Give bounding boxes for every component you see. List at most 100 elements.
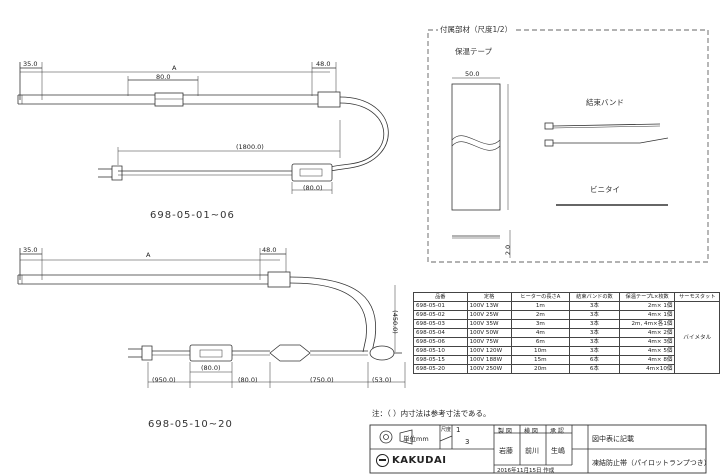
cell-part: 698-05-02 [413, 310, 468, 320]
cell-bands: 3本 [569, 337, 620, 347]
bottom-dim-seg4: (53.0) [372, 376, 392, 384]
cell-length: 10m [510, 346, 571, 356]
header-approved: 承 認 [550, 428, 564, 435]
bottom-dim-seg3: (750.0) [310, 376, 334, 384]
approved-by: 生嶋 [551, 447, 565, 455]
dimension-note: 注：（ ）内寸法は参考寸法である。 [372, 409, 491, 418]
tie-label: ビニタイ [590, 185, 620, 194]
cell-length: 1m [510, 301, 571, 311]
cell-part: 698-05-01 [413, 301, 468, 311]
kakudai-logo: KAKUDAI [376, 454, 446, 467]
top-dim-cord: (1800.0) [236, 143, 264, 151]
cell-bands: 3本 [569, 328, 620, 338]
top-dim-right: 48.0 [316, 60, 331, 68]
spec-table: 品番 定格 ヒーターの長さA 結束バンドの数 保温テープL×枚数 サーモスタット… [413, 292, 720, 374]
thickness-dim: 2.0 [504, 244, 513, 256]
top-heater-drawing [17, 62, 389, 194]
top-drawing-caption: 698-05-01~06 [150, 210, 235, 221]
cell-tape: 4m× 1個 [618, 310, 676, 320]
unit-label: 単位mm [403, 435, 429, 443]
scale-numerator: 1 [456, 426, 461, 434]
cell-tape: 4m× 5個 [618, 346, 676, 356]
top-dim-eighty: 80.0 [156, 73, 171, 81]
table-row: 698-05-06 100V 75W 6m 3本 4m× 3個 [413, 337, 720, 347]
table-reference: 図中表に記載 [592, 435, 634, 443]
col-header: 保温テープL×枚数 [618, 292, 676, 302]
col-header: ヒーターの長さA [510, 292, 571, 302]
band-label: 結束バンド [586, 98, 624, 107]
cell-length: 3m [510, 319, 571, 329]
cell-rating: 100V 25W [466, 310, 512, 320]
issue-date: 2016年11月15日 作成 [497, 468, 555, 474]
bottom-dim-right: 48.0 [262, 246, 277, 254]
table-row: 698-05-01 100V 13W 1m 3本 2m× 1個 バイメタル [413, 301, 720, 374]
checked-by: 前川 [525, 447, 539, 455]
accessory-panel [427, 29, 709, 263]
cell-bands: 3本 [569, 346, 620, 356]
bottom-dim-seg1: (950.0) [152, 376, 176, 384]
table-row: 698-05-20 100V 250W 20m 6本 4m×10個 [413, 364, 720, 374]
cell-length: 20m [510, 364, 571, 374]
product-name: 凍結防止帯（パイロットランプつき） [592, 459, 711, 467]
cell-rating: 100V 120W [466, 346, 512, 356]
title-block-lines [369, 424, 707, 474]
cell-bands: 3本 [569, 310, 620, 320]
logo-mark-icon [376, 454, 389, 467]
cell-bands: 3本 [569, 319, 620, 329]
col-header: 品番 [413, 292, 468, 302]
cell-part: 698-05-06 [413, 337, 468, 347]
scale-denominator: 3 [465, 438, 470, 446]
bottom-dim-vertical: (450.0) [390, 310, 399, 334]
scale-label: 尺度 [441, 427, 452, 433]
cell-rating: 100V 13W [466, 301, 512, 311]
top-dim-left: 35.0 [23, 60, 38, 68]
cell-part: 698-05-10 [413, 346, 468, 356]
cell-tape: 2m× 1個 [618, 301, 676, 311]
cell-length: 6m [510, 337, 571, 347]
cell-bands: 6本 [569, 355, 620, 365]
cell-part: 698-05-03 [413, 319, 468, 329]
cell-part: 698-05-04 [413, 328, 468, 338]
bottom-heater-drawing [17, 248, 406, 388]
table-row: 698-05-03 100V 35W 3m 3本 2m, 4m×各1個 [413, 319, 720, 329]
cell-length: 15m [510, 355, 571, 365]
cell-bands: 3本 [569, 301, 620, 311]
header-drawn: 製 図 [498, 428, 512, 435]
table-row: 698-05-10 100V 120W 10m 3本 4m× 5個 [413, 346, 720, 356]
table-row: 698-05-15 100V 188W 15m 6本 4m× 8個 [413, 355, 720, 365]
bottom-dim-a: A [146, 251, 151, 259]
bottom-drawing-caption: 698-05-10~20 [148, 419, 233, 430]
cell-part: 698-05-20 [413, 364, 468, 374]
cell-length: 4m [510, 328, 571, 338]
cell-tape: 4m× 2個 [618, 328, 676, 338]
cell-rating: 100V 50W [466, 328, 512, 338]
accessory-title: 付属部材（尺度1/2） [438, 24, 515, 35]
tape-width-dim: 50.0 [465, 70, 480, 78]
col-header: サーモスタット [674, 292, 720, 302]
cell-tape: 4m× 8個 [618, 355, 676, 365]
bottom-dim-box: (80.0) [201, 364, 221, 372]
cell-tape: 4m× 3個 [618, 337, 676, 347]
cell-length: 2m [510, 310, 571, 320]
cell-tape: 2m, 4m×各1個 [618, 319, 676, 329]
cell-tape: 4m×10個 [618, 364, 676, 374]
bottom-dim-seg2: (80.0) [238, 376, 258, 384]
cell-rating: 100V 75W [466, 337, 512, 347]
tape-label: 保温テープ [455, 47, 493, 56]
cell-rating: 100V 250W [466, 364, 512, 374]
top-dim-a: A [172, 64, 177, 72]
table-row: 698-05-02 100V 25W 2m 3本 4m× 1個 [413, 310, 720, 320]
drawn-by: 岩藤 [499, 447, 513, 455]
bottom-dim-left: 35.0 [23, 246, 38, 254]
col-header: 定格 [466, 292, 512, 302]
top-dim-box: (80.0) [303, 184, 323, 192]
cell-part: 698-05-15 [413, 355, 468, 365]
cell-bands: 6本 [569, 364, 620, 374]
cell-thermostat: バイメタル [674, 301, 720, 374]
spec-table-header: 品番 定格 ヒーターの長さA 結束バンドの数 保温テープL×枚数 サーモスタット [413, 292, 720, 302]
table-row: 698-05-04 100V 50W 4m 3本 4m× 2個 [413, 328, 720, 338]
brand-name: KAKUDAI [392, 455, 447, 466]
header-checked: 検 図 [524, 428, 538, 435]
cell-rating: 100V 35W [466, 319, 512, 329]
